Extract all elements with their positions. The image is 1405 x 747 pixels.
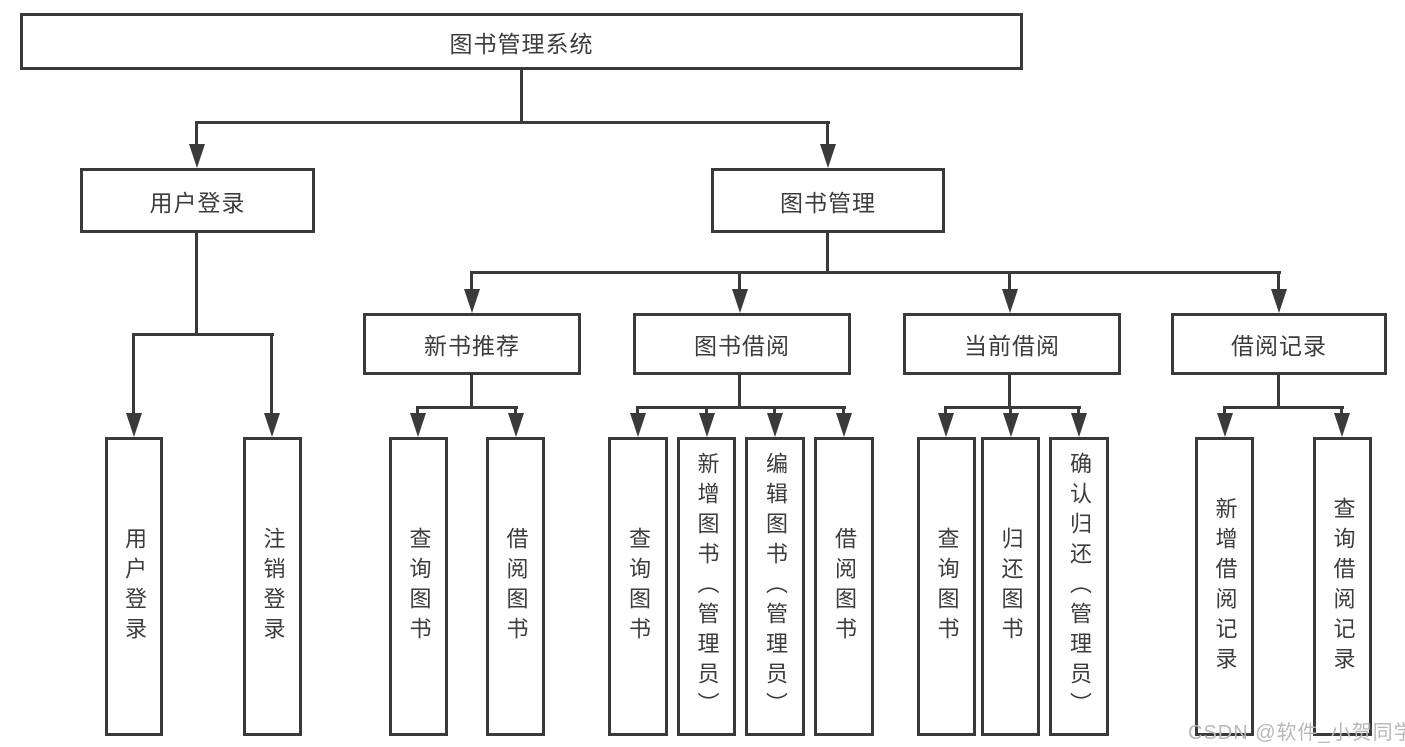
arrowhead-down-icon [1334, 413, 1350, 437]
node-borrow-records: 借阅记录 [1171, 313, 1387, 375]
connector-line [944, 406, 1081, 409]
arrowhead-down-icon [820, 144, 836, 168]
connector-line [470, 271, 473, 295]
leaf-borrow-query-book: 查询图书 [608, 437, 668, 736]
arrowhead-down-icon [410, 413, 426, 437]
arrowhead-down-icon [630, 413, 646, 437]
arrowhead-down-icon [1003, 413, 1019, 437]
leaf-borrow-borrow-book: 借阅图书 [814, 437, 874, 736]
node-book-management-module: 图书管理 [711, 168, 945, 233]
leaf-current-confirm-return-admin: 确认归还（管理员） [1049, 437, 1109, 736]
leaf-user-login: 用户登录 [105, 437, 163, 736]
leaf-records-query-record: 查询借阅记录 [1313, 437, 1372, 736]
node-library-management-system: 图书管理系统 [20, 13, 1023, 70]
leaf-current-return-book: 归还图书 [981, 437, 1040, 736]
connector-line [270, 333, 273, 419]
leaf-recommend-borrow-book: 借阅图书 [486, 437, 545, 736]
leaf-borrow-add-book-admin: 新增图书（管理员） [677, 437, 736, 736]
connector-line [195, 233, 198, 336]
connector-line [132, 333, 135, 419]
connector-line [826, 121, 829, 151]
arrowhead-down-icon [1271, 289, 1287, 313]
connector-line [195, 121, 830, 124]
leaf-records-add-record: 新增借阅记录 [1195, 437, 1254, 736]
leaf-current-query-book: 查询图书 [917, 437, 976, 736]
arrowhead-down-icon [938, 413, 954, 437]
connector-line [738, 375, 741, 409]
node-book-borrow: 图书借阅 [633, 313, 851, 375]
arrowhead-down-icon [1071, 413, 1087, 437]
connector-line [1277, 271, 1280, 295]
arrowhead-down-icon [464, 289, 480, 313]
connector-line [636, 406, 846, 409]
connector-line [1223, 406, 1344, 409]
connector-line [1008, 271, 1011, 295]
connector-line [826, 233, 829, 273]
arrowhead-down-icon [836, 413, 852, 437]
arrowhead-down-icon [189, 144, 205, 168]
connector-line [738, 271, 741, 295]
connector-line [416, 406, 518, 409]
csdn-watermark: CSDN @软件_小贺同学 [1188, 722, 1405, 744]
arrowhead-down-icon [126, 413, 142, 437]
node-current-borrow: 当前借阅 [903, 313, 1121, 375]
arrowhead-down-icon [767, 413, 783, 437]
connector-line [1008, 375, 1011, 409]
node-user-login-module: 用户登录 [80, 168, 315, 233]
arrowhead-down-icon [264, 413, 280, 437]
connector-line [470, 271, 1281, 274]
connector-line [470, 375, 473, 409]
node-new-book-recommend: 新书推荐 [363, 313, 581, 375]
arrowhead-down-icon [699, 413, 715, 437]
arrowhead-down-icon [1217, 413, 1233, 437]
connector-line [1277, 375, 1280, 409]
leaf-recommend-query-book: 查询图书 [389, 437, 448, 736]
connector-line [520, 68, 523, 123]
arrowhead-down-icon [732, 289, 748, 313]
leaf-logout: 注销登录 [243, 437, 302, 736]
connector-line [195, 121, 198, 151]
leaf-borrow-edit-book-admin: 编辑图书（管理员） [745, 437, 805, 736]
arrowhead-down-icon [1002, 289, 1018, 313]
connector-line [132, 333, 274, 336]
arrowhead-down-icon [508, 413, 524, 437]
